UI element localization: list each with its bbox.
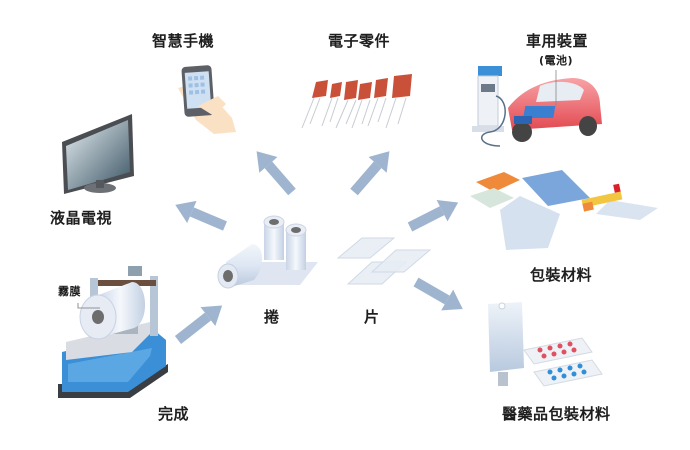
roll-illustration — [217, 215, 318, 289]
arrow-to-smartphone — [256, 151, 296, 196]
electronic-components-illustration — [301, 74, 412, 129]
arrow-to-lcd-tv — [175, 200, 227, 231]
label-film: 霧膜 — [58, 285, 81, 298]
arrows — [174, 151, 463, 344]
medical-packaging-illustration — [488, 302, 603, 387]
label-automotive-sub: (電池) — [539, 54, 574, 67]
label-lcd-tv: 液晶電視 — [50, 209, 113, 227]
label-packaging: 包裝材料 — [530, 266, 593, 284]
label-automotive: 車用裝置 — [526, 32, 589, 50]
packaging-illustration — [470, 170, 658, 250]
label-sheet: 片 — [364, 308, 380, 326]
label-smartphone: 智慧手機 — [152, 32, 215, 50]
arrow-from-source — [174, 305, 223, 344]
automotive-illustration — [472, 66, 602, 147]
sheet-illustration — [336, 237, 432, 285]
label-roll: 捲 — [264, 308, 280, 326]
film-roll-icon — [79, 282, 146, 340]
arrow-to-packaging — [407, 199, 459, 232]
arrow-to-electronic-components — [350, 151, 390, 196]
source-machine-illustration — [58, 266, 168, 398]
smartphone-illustration — [178, 65, 236, 134]
label-medical-packaging: 醫藥品包裝材料 — [502, 405, 611, 423]
lcd-tv-illustration — [62, 114, 134, 194]
arrow-to-medical-packaging — [413, 277, 463, 311]
label-source: 完成 — [158, 405, 190, 423]
label-electronic-components: 電子零件 — [328, 32, 391, 50]
